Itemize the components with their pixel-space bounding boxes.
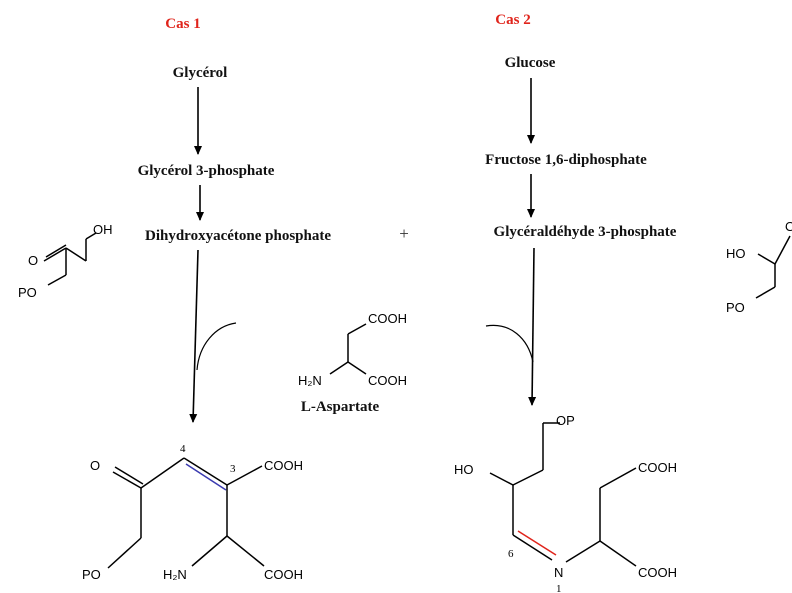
fructose-16-diphosphate-label: Fructose 1,6-diphosphate	[485, 152, 647, 168]
dhap-po: PO	[18, 285, 37, 300]
product2-cooh-bottom: COOH	[638, 565, 677, 580]
product2-cooh-top: COOH	[638, 460, 677, 475]
g3p-o: O	[785, 219, 792, 234]
aspartate-cooh-top: COOH	[368, 311, 407, 326]
glyceraldehyde-3-phosphate-label: Glycéraldéhyde 3-phosphate	[494, 224, 677, 240]
product2-pos-6: 6	[508, 548, 514, 560]
product1-structure: O PO H₂N COOH COOH 4 3	[82, 443, 303, 582]
arrow-dhap-to-product1	[189, 249, 199, 423]
cas2-title: Cas 2	[495, 12, 530, 28]
glucose-label: Glucose	[505, 55, 556, 71]
product1-pos-4: 4	[180, 443, 186, 455]
aspartate-cooh-bottom: COOH	[368, 373, 407, 388]
product1-cooh-top: COOH	[264, 458, 303, 473]
aspartate-structure: COOH COOH H₂N L-Aspartate	[298, 311, 407, 415]
product2-pos-1: 1	[556, 583, 562, 593]
arrow-gap-to-product2	[528, 247, 537, 406]
glycerol-3-phosphate-label: Glycérol 3-phosphate	[138, 163, 275, 179]
g3p-po: PO	[726, 300, 745, 315]
aspartate-label: L-Aspartate	[301, 399, 380, 415]
product2-n: N	[554, 565, 563, 580]
dhap-structure: OH O PO	[18, 222, 113, 300]
curved-arrow-cas2	[485, 324, 534, 363]
aspartate-h2n: H₂N	[298, 373, 322, 388]
product1-o: O	[90, 458, 100, 473]
glycerol-label: Glycérol	[173, 65, 228, 81]
product1-h2n: H₂N	[163, 567, 187, 582]
product2-double-bond-red	[517, 530, 557, 556]
plus-sign: +	[399, 224, 409, 243]
product1-double-bond	[183, 457, 228, 486]
product2-ho: HO	[454, 462, 474, 477]
product1-pos-3: 3	[230, 463, 236, 475]
product1-po: PO	[82, 567, 101, 582]
dhap-o: O	[28, 253, 38, 268]
cas1-title: Cas 1	[165, 16, 200, 32]
product1-cooh-bottom: COOH	[264, 567, 303, 582]
dhap-label: Dihydroxyacétone phosphate	[145, 228, 331, 244]
curved-arrow-cas1	[196, 322, 237, 371]
product1-double-bond-blue	[185, 463, 227, 491]
product2-op: OP	[556, 413, 575, 428]
g3p-structure: HO O PO	[726, 219, 792, 315]
product2-structure: OP HO N COOH COOH 6 1	[454, 413, 677, 593]
product2-double-bond	[512, 534, 553, 561]
dhap-oh: OH	[93, 222, 113, 237]
g3p-ho: HO	[726, 246, 746, 261]
